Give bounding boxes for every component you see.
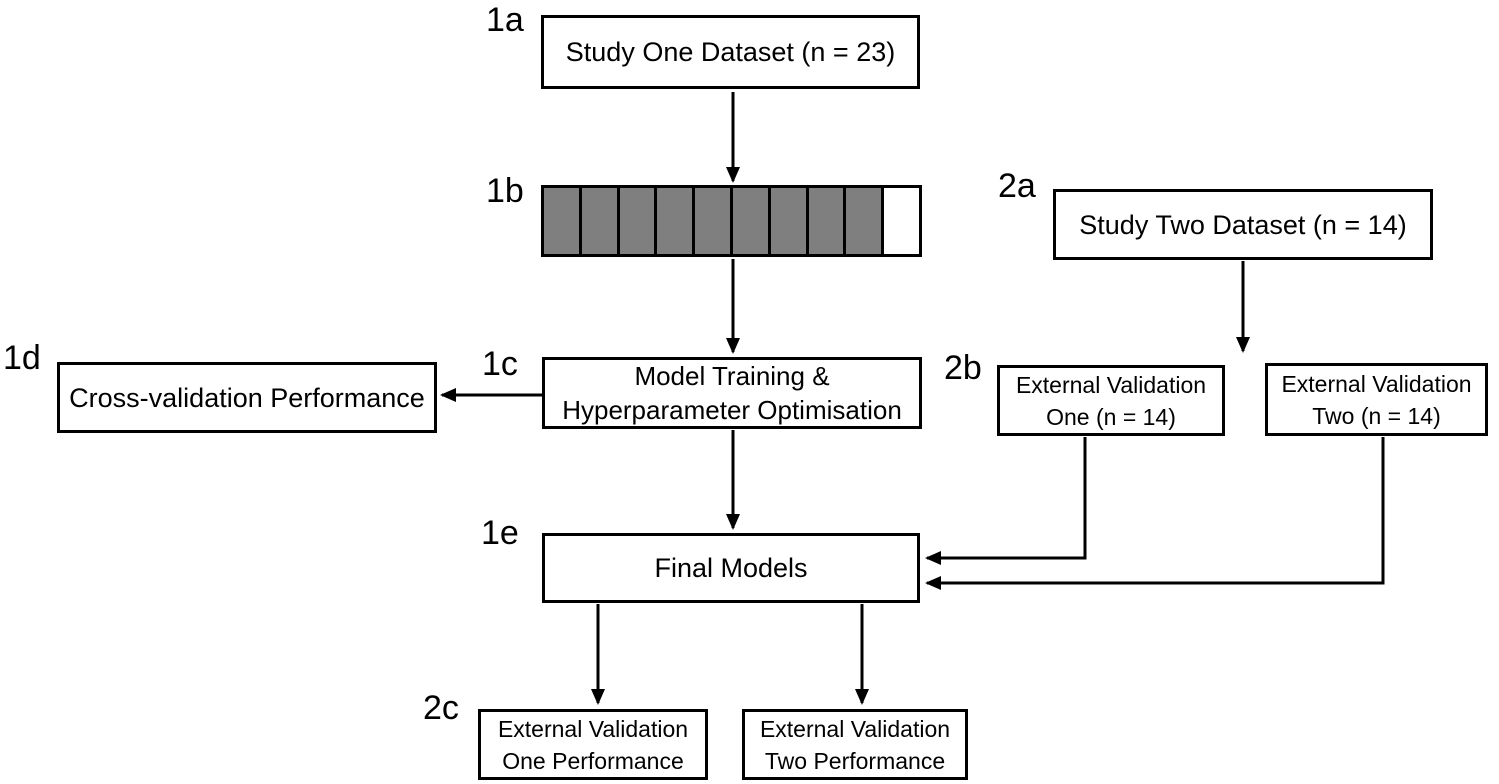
cv-folds-bar: [541, 185, 922, 257]
node-label-line2: Two Performance: [764, 747, 946, 774]
node-label-line1: External Validation: [759, 715, 951, 742]
step-label-2c: 2c: [423, 689, 459, 727]
node-label: Study Two Dataset (n = 14): [1079, 209, 1407, 240]
cv-fold-cell: [692, 185, 733, 257]
step-label-1b: 1b: [486, 172, 524, 210]
step-label-1e: 1e: [481, 514, 519, 552]
node-label-line1: External Validation: [1015, 371, 1207, 398]
node-external-validation-one: External Validation One (n = 14): [997, 365, 1225, 436]
cv-fold-cell: [654, 185, 696, 257]
node-label: Final Models: [654, 553, 808, 583]
node-label-line1: External Validation: [1281, 370, 1472, 397]
cv-fold-cell: [881, 185, 922, 257]
arrow-extval-two-to-final-icon: [925, 437, 1385, 590]
step-label-1c: 1c: [482, 345, 518, 383]
node-label-line1: External Validation: [497, 715, 689, 742]
node-final-models: Final Models: [542, 533, 920, 603]
node-model-training: Model Training & Hyperparameter Optimisa…: [542, 357, 922, 429]
node-external-validation-two: External Validation Two (n = 14): [1265, 363, 1488, 436]
node-label-line2: One Performance: [502, 747, 684, 774]
cv-fold-cell: [767, 185, 809, 257]
step-label-1d: 1d: [3, 339, 41, 377]
step-label-2b: 2b: [944, 349, 982, 387]
node-study-two-dataset: Study Two Dataset (n = 14): [1053, 189, 1433, 260]
cv-fold-cell: [541, 185, 582, 257]
node-label-line2: One (n = 14): [1046, 403, 1176, 430]
cv-fold-cell: [578, 185, 620, 257]
cv-fold-cell: [843, 185, 885, 257]
cv-fold-cell: [805, 185, 847, 257]
arrow-extval-one-to-final-icon: [925, 437, 1087, 565]
node-external-validation-two-performance: External Validation Two Performance: [742, 709, 968, 780]
node-label: Study One Dataset (n = 23): [565, 37, 896, 67]
cv-fold-cell: [616, 185, 658, 257]
cv-fold-cell: [729, 185, 771, 257]
node-label: Cross-validation Performance: [69, 382, 425, 413]
node-label-line1: Model Training &: [634, 361, 830, 391]
node-label-line2: Hyperparameter Optimisation: [562, 395, 902, 425]
step-label-2a: 2a: [998, 167, 1036, 205]
node-cross-validation-performance: Cross-validation Performance: [57, 362, 437, 433]
node-external-validation-one-performance: External Validation One Performance: [478, 709, 708, 780]
step-label-1a: 1a: [486, 1, 524, 39]
node-study-one-dataset: Study One Dataset (n = 23): [541, 15, 920, 89]
node-label-line2: Two (n = 14): [1312, 402, 1441, 429]
